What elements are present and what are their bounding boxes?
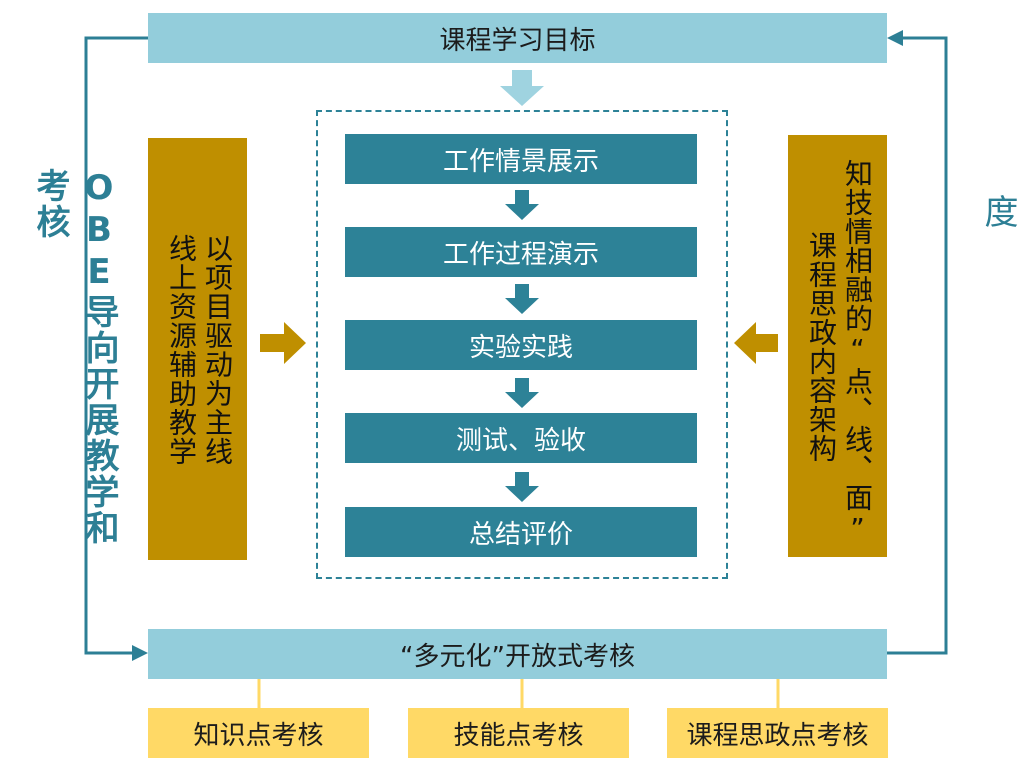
process-step-5: 总结评价 — [345, 507, 697, 557]
process-step-1: 工作情景展示 — [345, 134, 697, 184]
right-side-label: 检验学习目标达成度 — [978, 194, 1032, 482]
goal-down-arrow — [500, 70, 544, 106]
right-ideology-panel: 知技情相融的“点、线、面” 课程思政内容架构 — [788, 135, 887, 557]
assessment-item-label: 课程思政点考核 — [686, 720, 869, 751]
course-goal-label: 课程学习目标 — [439, 25, 596, 56]
left-panel-arrow — [260, 322, 306, 364]
left-method-panel: 以项目驱动为主线 线上资源辅助教学 — [148, 138, 247, 560]
process-step-label: 工作过程演示 — [442, 239, 599, 270]
process-step-label: 工作情景展示 — [442, 146, 599, 177]
step-arrow-2 — [505, 284, 539, 314]
step-arrow-4 — [505, 472, 539, 502]
process-step-label: 测试、验收 — [455, 425, 586, 456]
process-container — [316, 110, 728, 579]
assessment-item-label: 技能点考核 — [453, 720, 584, 751]
process-step-label: 实验实践 — [468, 332, 573, 363]
right-panel-text-1: 知技情相融的“点、线、面” — [841, 159, 874, 546]
step-arrow-3 — [505, 378, 539, 408]
assessment-bar-label: “多元化”开放式考核 — [400, 641, 635, 672]
left-loop-line — [84, 36, 148, 655]
right-loop-line — [887, 36, 948, 655]
course-goal-bar: 课程学习目标 — [148, 13, 887, 63]
assessment-item-skill: 技能点考核 — [408, 708, 629, 758]
process-step-4: 测试、验收 — [345, 413, 697, 463]
assessment-item-ideology: 课程思政点考核 — [667, 708, 888, 758]
process-step-3: 实验实践 — [345, 320, 697, 370]
assessment-item-label: 知识点考核 — [193, 720, 324, 751]
right-panel-arrow — [734, 322, 778, 364]
assessment-item-knowledge: 知识点考核 — [148, 708, 369, 758]
process-step-label: 总结评价 — [468, 519, 573, 550]
step-arrow-1 — [505, 190, 539, 220]
left-loop-arrowhead — [132, 645, 148, 661]
left-side-label: OBE导向开展教学和考核 — [30, 168, 119, 546]
right-loop-arrowhead — [887, 30, 903, 46]
assessment-bar: “多元化”开放式考核 — [148, 629, 887, 679]
process-step-2: 工作过程演示 — [345, 227, 697, 277]
left-panel-text-2: 线上资源辅助教学 — [165, 234, 198, 466]
left-panel-text-1: 以项目驱动为主线 — [201, 234, 234, 466]
right-panel-text-2: 课程思政内容架构 — [805, 231, 838, 463]
